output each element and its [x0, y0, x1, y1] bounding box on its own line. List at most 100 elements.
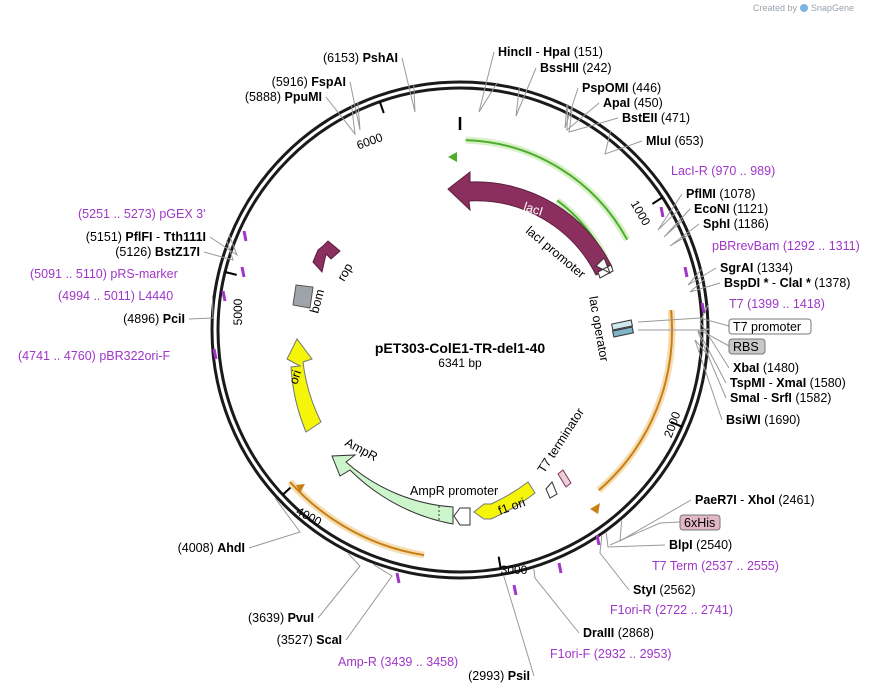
site-label-smai[interactable]: SmaI - SrfI (1582) — [730, 391, 831, 405]
site-pflfi-part: - — [153, 230, 164, 244]
primer-label-l4440[interactable]: (4994 .. 5011) L4440 — [58, 289, 173, 303]
primer-label-pbrrevbam[interactable]: pBRrevBam (1292 .. 1311) — [712, 239, 860, 253]
box-label-6xhis[interactable]: 6xHis — [684, 516, 715, 530]
site-label-bsiwi[interactable]: BsiWI (1690) — [726, 413, 800, 427]
site-ahdi-part: (4008) — [178, 541, 218, 555]
site-ahdi-enzyme: AhdI — [217, 541, 245, 555]
primer-name: Amp-R — [338, 655, 380, 669]
box-6xhis — [679, 514, 721, 531]
site-label-fspa[interactable]: (5916) FspAI — [272, 75, 346, 89]
site-label-pflfi[interactable]: (5151) PflFI - Tth111I — [86, 230, 206, 244]
site-pcii-part: (4896) — [123, 312, 163, 326]
site-label-sphi[interactable]: SphI (1186) — [703, 217, 769, 231]
site-sgrai-part: (1334) — [753, 261, 793, 275]
primer-label-laci-r[interactable]: LacI-R (970 .. 989) — [671, 164, 775, 178]
site-label-pflmi[interactable]: PflMI (1078) — [686, 187, 755, 201]
leader-ahdi — [248, 498, 301, 549]
bom-label: bom — [307, 288, 327, 315]
site-label-xbai[interactable]: XbaI (1480) — [733, 361, 799, 375]
laci-orf-arrow-icon — [448, 152, 457, 162]
site-label-econi[interactable]: EcoNI (1121) — [694, 202, 768, 216]
primer-label-pbr322ori-f[interactable]: (4741 .. 4760) pBR322ori-F — [18, 349, 171, 363]
primer-label-f1ori-f[interactable]: F1ori-F (2932 .. 2953) — [550, 647, 672, 661]
leader-pflfi — [209, 234, 239, 257]
site-label-paer7i[interactable]: PaeR7I - XhoI (2461) — [695, 493, 815, 507]
site-label-psti[interactable]: (2993) PsiI — [468, 669, 530, 683]
site-label-mlui[interactable]: MluI (653) — [646, 134, 704, 148]
leader-draiii — [533, 568, 580, 634]
site-pvui-part: (3639) — [248, 611, 288, 625]
rop-feature — [312, 240, 341, 274]
tick-label-6000: 6000 — [355, 130, 385, 152]
site-label-styi[interactable]: StyI (2562) — [633, 583, 696, 597]
tick-2000 — [670, 420, 683, 428]
site-label-bsshii[interactable]: BssHII (242) — [540, 61, 612, 75]
site-label-draiii[interactable]: DraIII (2868) — [583, 626, 654, 640]
primer-range: (3439 .. 3458) — [380, 655, 458, 669]
primer-range: (1292 .. 1311) — [783, 239, 860, 253]
site-label-bspdi[interactable]: BspDI * - ClaI * (1378) — [724, 276, 850, 290]
primer-mark-l4440 — [221, 290, 227, 302]
site-label-scai[interactable]: (3527) ScaI — [277, 633, 342, 647]
primer-name: pBR322ori-F — [99, 349, 170, 363]
tick-label-2000: 2000 — [661, 409, 683, 439]
f1-ori-label: f1 ori — [496, 495, 527, 518]
primer-mark-f1ori-r — [557, 562, 563, 574]
site-label-pcii[interactable]: (4896) PciI — [123, 312, 185, 326]
leader-bsteii — [568, 106, 619, 133]
primer-mark-amp-r — [395, 572, 401, 584]
box-label-rbs[interactable]: RBS — [733, 340, 759, 354]
site-label-ahdi[interactable]: (4008) AhdI — [178, 541, 245, 555]
site-label-blpi[interactable]: BlpI (2540) — [669, 538, 732, 552]
site-label-bsteii[interactable]: BstEII (471) — [622, 111, 690, 125]
site-pflfi-part: (5151) — [86, 230, 126, 244]
primer-range: (2722 .. 2741) — [655, 603, 733, 617]
site-bsiwi-enzyme: BsiWI — [726, 413, 761, 427]
leader-bsshii — [515, 67, 537, 117]
site-styi-enzyme: StyI — [633, 583, 656, 597]
his-orf — [598, 309, 673, 491]
t7-terminator-feature — [557, 469, 572, 488]
site-label-pspomi[interactable]: PspOMI (446) — [582, 81, 661, 95]
site-sphi-enzyme: SphI — [703, 217, 730, 231]
laci-label: lacI — [522, 200, 545, 219]
ori-feature — [286, 338, 322, 433]
site-draiii-part: (2868) — [614, 626, 654, 640]
primer-label-t7[interactable]: T7 (1399 .. 1418) — [729, 297, 825, 311]
site-label-pvui[interactable]: (3639) PvuI — [248, 611, 314, 625]
primer-label-prs-marker[interactable]: (5091 .. 5110) pRS-marker — [30, 267, 178, 281]
site-label-bstz17i[interactable]: (5126) BstZ17I — [115, 245, 200, 259]
site-label-tspmi[interactable]: TspMI - XmaI (1580) — [730, 376, 846, 390]
ampr-orf-arrow-icon — [296, 484, 305, 493]
site-label-psha[interactable]: (6153) PshAI — [323, 51, 398, 65]
site-label-hincii[interactable]: HincII - HpaI (151) — [498, 45, 603, 59]
leader-scai — [345, 564, 393, 641]
site-tspmi-enzyme: XmaI — [776, 376, 806, 390]
site-mlui-part: (653) — [671, 134, 704, 148]
box-label-t7-promoter[interactable]: T7 promoter — [733, 320, 801, 334]
primer-label-f1ori-r[interactable]: F1ori-R (2722 .. 2741) — [610, 603, 733, 617]
site-bspdi-part: (1378) — [811, 276, 851, 290]
primer-mark-t7 — [700, 302, 706, 314]
primer-mark-pgex3 — [242, 230, 248, 242]
tick-4000 — [282, 485, 293, 496]
site-labels: (6153) PshAI (5916) FspAI(5888) PpuMI Hinc… — [18, 45, 860, 683]
tick-6000 — [378, 101, 385, 114]
site-bstz17i-part: (5126) — [115, 245, 155, 259]
site-paer7i-enzyme: XhoI — [748, 493, 775, 507]
site-pflmi-enzyme: PflMI — [686, 187, 716, 201]
leader-t7-promoter — [637, 317, 730, 327]
his-orf-arrow-icon — [590, 503, 600, 514]
site-label-sgrai[interactable]: SgrAI (1334) — [720, 261, 793, 275]
primer-label-t7-term[interactable]: T7 Term (2537 .. 2555) — [652, 559, 779, 573]
primer-label-pgex3[interactable]: (5251 .. 5273) pGEX 3' — [78, 207, 205, 221]
lac-operator-feature — [611, 319, 634, 338]
leader-psha — [401, 57, 416, 113]
ampr-promoter-feature — [453, 507, 471, 526]
primer-label-amp-r[interactable]: Amp-R (3439 .. 3458) — [338, 655, 458, 669]
site-sgrai-enzyme: SgrAI — [720, 261, 753, 275]
site-label-pupm[interactable]: (5888) PpuMI — [245, 90, 322, 104]
site-pflmi-part: (1078) — [716, 187, 756, 201]
site-label-apai[interactable]: ApaI (450) — [603, 96, 663, 110]
plasmid-length: 6341 bp — [438, 356, 482, 370]
